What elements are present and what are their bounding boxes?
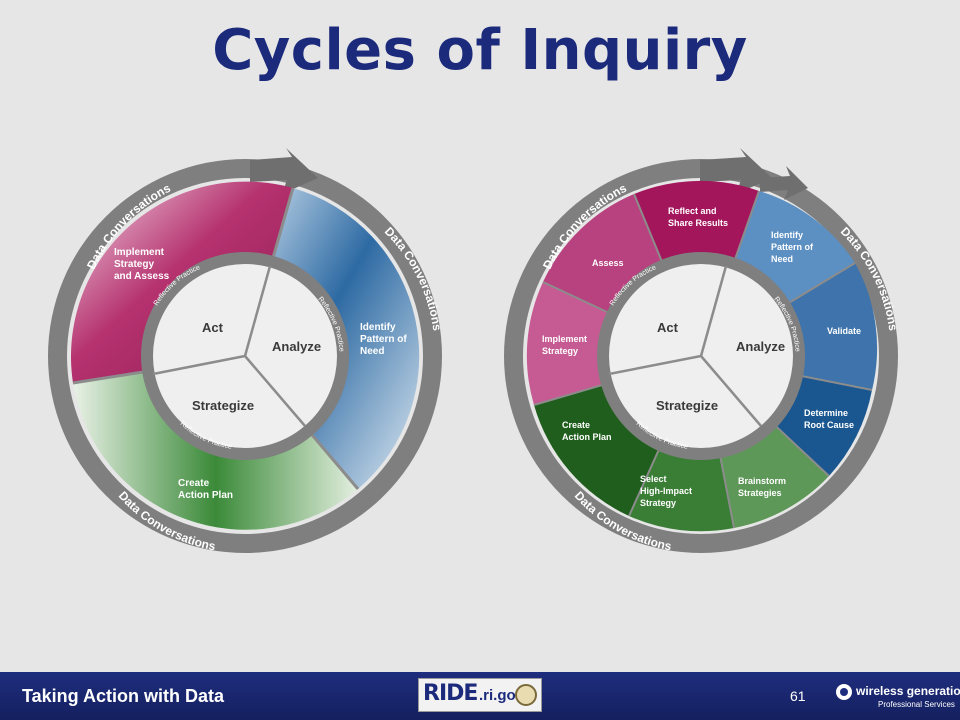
brand-subtitle: Professional Services [878, 700, 955, 709]
footer-title: Taking Action with Data [22, 686, 225, 706]
wireless-generation-icon [836, 684, 852, 700]
right-inner-analyze: Analyze [736, 339, 785, 354]
ride-logo[interactable]: RIDE .ri.gov [418, 678, 542, 712]
ride-logo-text: RIDE [423, 681, 478, 706]
left-inner-act: Act [202, 320, 224, 335]
state-seal-icon [515, 684, 537, 706]
right-label-validate: Validate [827, 326, 861, 336]
ride-logo-domain: .ri.gov [479, 687, 525, 704]
left-cycle-arrow-icon [250, 148, 318, 194]
right-label-assess: Assess [592, 258, 624, 268]
left-inner-strategize: Strategize [192, 398, 254, 413]
right-inner-act: Act [657, 320, 679, 335]
right-cycle-arrow-top-icon [700, 148, 772, 194]
page-number: 61 [790, 688, 806, 704]
left-inner-analyze: Analyze [272, 339, 321, 354]
wireless-generation-logo[interactable]: wireless generation Professional Service… [836, 682, 960, 712]
slide-title: Cycles of Inquiry [212, 18, 748, 83]
right-inner-strategize: Strategize [656, 398, 718, 413]
brand-name: wireless generation [856, 684, 960, 698]
right-cycle-arrow-icon [760, 166, 808, 200]
footer-bar: Taking Action with Data RIDE .ri.gov 61 … [0, 672, 960, 720]
